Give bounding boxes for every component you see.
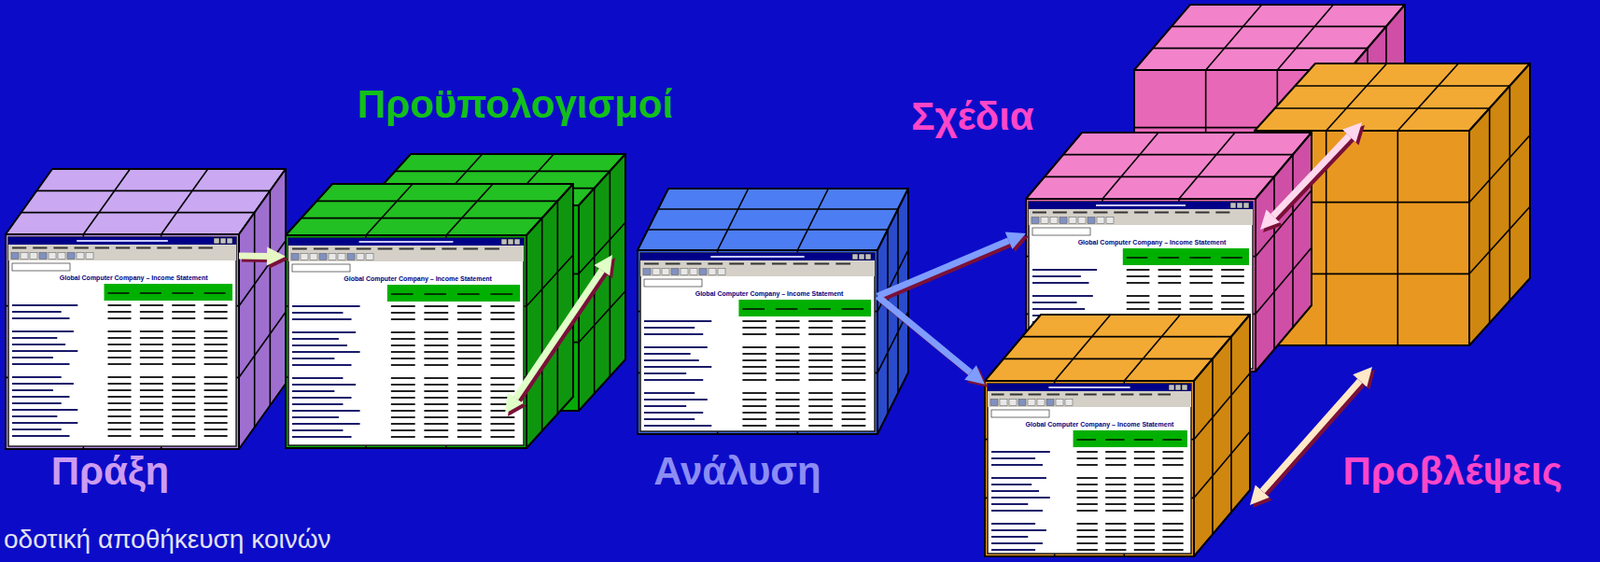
cube-node: Σχέδια <box>1025 198 1256 372</box>
screenshot-title: Global Computer Company – Income Stateme… <box>1078 238 1227 247</box>
flow-arrow <box>877 232 1029 300</box>
bottom-text: οδοτική αποθήκευση κοινών <box>3 524 332 555</box>
screenshot-title: Global Computer Company – Income Stateme… <box>695 289 844 298</box>
spreadsheet-screenshot <box>640 252 875 432</box>
double-arrows <box>505 122 1376 508</box>
grid-cube <box>285 183 574 449</box>
screenshot-title: Global Computer Company – Income Stateme… <box>343 274 492 283</box>
spreadsheet-screenshot <box>8 237 237 447</box>
cube-heading: Σχέδια <box>911 95 1034 139</box>
grid-cube <box>637 188 909 435</box>
grid-cube <box>984 314 1250 557</box>
spreadsheet-screenshot <box>288 238 524 446</box>
cube-heading: Πράξη <box>51 449 170 493</box>
cube-heading: Ανάλυση <box>653 449 822 493</box>
flow-arrow <box>877 295 988 388</box>
grid-cube <box>5 168 286 450</box>
cube-node: Προϋπολογισμοί <box>285 235 527 449</box>
screenshot-title: Global Computer Company – Income Stateme… <box>59 273 209 282</box>
flow-arrow <box>238 246 289 268</box>
double-arrow <box>505 254 616 417</box>
screenshot-title: Global Computer Company – Income Stateme… <box>1025 420 1175 429</box>
cube-node: Ανάλυση <box>637 250 878 435</box>
cube-heading: Προϋπολογισμοί <box>357 83 674 127</box>
double-arrow <box>1260 122 1365 233</box>
cube-heading: Προβλέψεις <box>1343 449 1563 493</box>
cube-node: Πράξη <box>5 234 239 450</box>
spreadsheet-screenshot <box>987 383 1192 554</box>
cube-node: Προβλέψεις <box>984 380 1194 557</box>
